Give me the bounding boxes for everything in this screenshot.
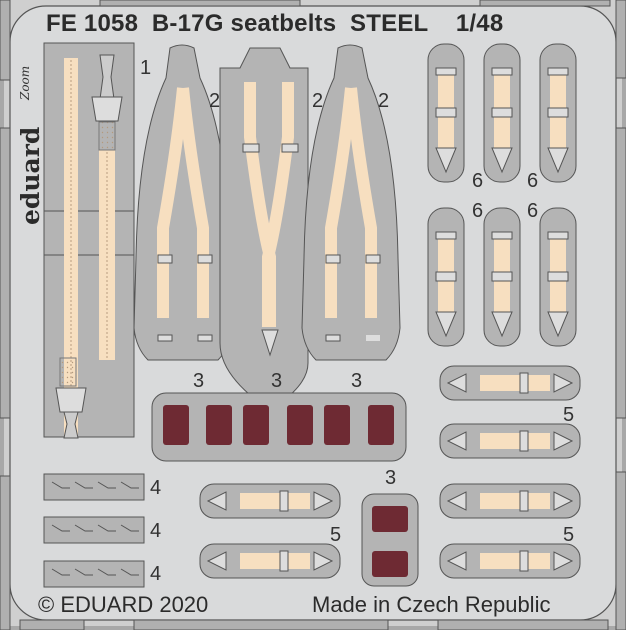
product-scale: 1/48 <box>455 10 504 37</box>
product-code: FE 1058 <box>46 10 139 37</box>
part-4-hooks <box>43 473 145 588</box>
part-2-harness-left <box>133 44 233 361</box>
part-label-4: 4 <box>150 520 162 542</box>
part-label-3: 3 <box>271 370 283 392</box>
part-2-harness-right <box>301 44 401 361</box>
part-label-6: 6 <box>472 200 484 222</box>
part-label-5: 5 <box>563 404 575 426</box>
part-label-3: 3 <box>351 370 363 392</box>
part-label-1: 1 <box>140 57 152 79</box>
eduard-logo: eduard <box>16 126 45 225</box>
zoom-logo: Zoom <box>18 65 32 100</box>
origin-text: Made in Czech Republic <box>312 592 551 617</box>
part-5-belts <box>199 365 581 579</box>
part-label-5: 5 <box>330 524 342 546</box>
part-label-6: 6 <box>527 170 539 192</box>
part-label-6: 6 <box>527 200 539 222</box>
product-material: STEEL <box>350 10 429 37</box>
product-title: FE 1058 B-17G seatbelts STEEL 1/48 <box>46 10 586 38</box>
part-label-2: 2 <box>312 90 324 112</box>
part-1-strap <box>43 42 135 439</box>
part-label-3: 3 <box>193 370 205 392</box>
part-label-5: 5 <box>563 524 575 546</box>
product-subject: B-17G seatbelts <box>151 10 337 37</box>
part-label-6: 6 <box>472 170 484 192</box>
part-label-3: 3 <box>385 467 397 489</box>
part-6-belts <box>427 43 577 347</box>
part-3-pads <box>151 392 419 587</box>
part-label-4: 4 <box>150 563 162 585</box>
part-label-2: 2 <box>378 90 390 112</box>
part-label-2: 2 <box>209 90 221 112</box>
part-label-4: 4 <box>150 477 162 499</box>
copyright-text: © EDUARD 2020 <box>38 592 209 617</box>
part-2-harness-center <box>219 47 309 404</box>
